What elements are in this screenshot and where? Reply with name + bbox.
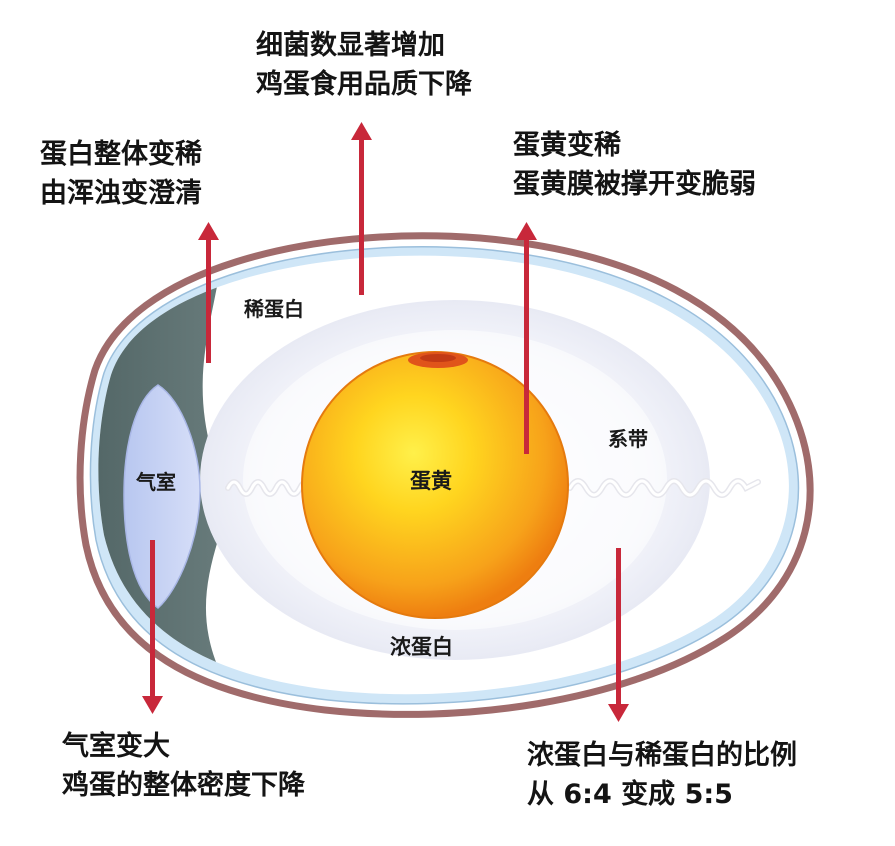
label-thin-white: 稀蛋白 [244,297,304,321]
annotation-yolk-line1: 蛋黄变稀 [513,130,621,161]
arrow-air-cell [150,540,155,698]
annotation-ratio-line2: 从 6:4 变成 5:5 [527,779,733,810]
annotation-bacteria: 细菌数显著增加 鸡蛋食用品质下降 [256,26,472,104]
label-chalaza: 系带 [608,427,648,451]
annotation-air-cell: 气室变大 鸡蛋的整体密度下降 [62,727,305,805]
arrow-bacteria [359,138,364,295]
arrow-yolk [524,236,529,454]
annotation-air-cell-line1: 气室变大 [62,731,170,762]
annotation-yolk: 蛋黄变稀 蛋黄膜被撑开变脆弱 [513,126,756,204]
annotation-white-line2: 由浑浊变澄清 [40,178,202,209]
arrow-ratio [616,548,621,706]
arrows [142,122,629,722]
annotation-air-cell-line2: 鸡蛋的整体密度下降 [62,770,305,801]
label-yolk: 蛋黄 [410,469,452,493]
annotation-white-line1: 蛋白整体变稀 [40,139,202,170]
annotation-white: 蛋白整体变稀 由浑浊变澄清 [40,135,202,213]
label-thick-white: 浓蛋白 [390,635,453,659]
annotation-ratio-line1: 浓蛋白与稀蛋白的比例 [527,740,797,771]
label-air-cell: 气室 [135,470,176,494]
annotation-ratio: 浓蛋白与稀蛋白的比例 从 6:4 变成 5:5 [527,736,797,814]
air-cell [123,384,201,609]
arrow-white [206,236,211,363]
annotation-yolk-line2: 蛋黄膜被撑开变脆弱 [513,169,756,200]
annotation-bacteria-line2: 鸡蛋食用品质下降 [256,69,472,100]
yolk [301,351,569,619]
annotation-bacteria-line1: 细菌数显著增加 [256,30,445,61]
